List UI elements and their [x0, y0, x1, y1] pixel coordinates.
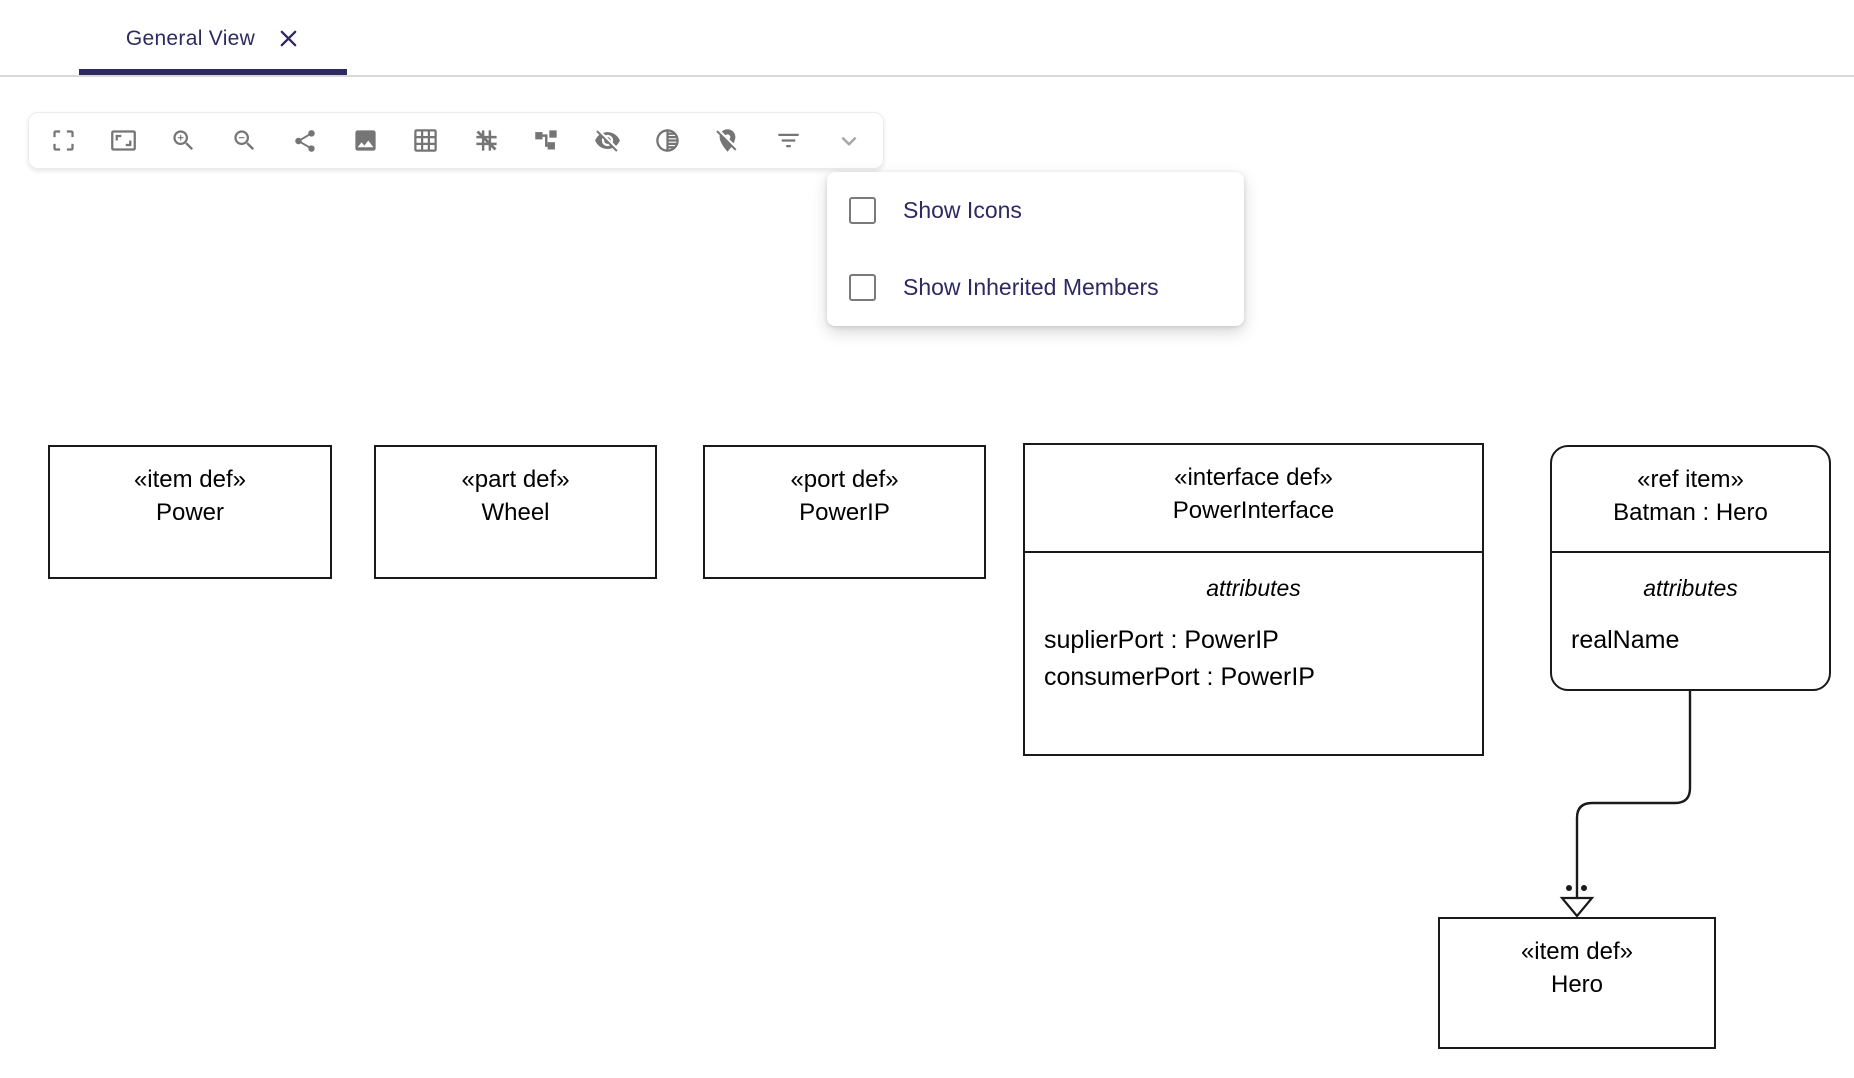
- node-interface-def-powerinterface[interactable]: «interface def» PowerInterface attribute…: [1023, 443, 1484, 756]
- edge-dot: [1581, 885, 1587, 891]
- node-stereotype: «port def»: [790, 466, 899, 493]
- fade-elements-button[interactable]: [651, 124, 685, 158]
- diagram-toolbar: [28, 112, 884, 169]
- node-item-def-hero[interactable]: «item def» Hero: [1438, 917, 1716, 1049]
- grid-button[interactable]: [409, 124, 443, 158]
- fit-to-screen-icon: [111, 130, 136, 151]
- node-stereotype: «ref item»: [1637, 466, 1744, 493]
- share-icon: [295, 129, 315, 152]
- zoom-out-icon: [234, 130, 254, 151]
- attribute-item[interactable]: consumerPort : PowerIP: [1044, 663, 1315, 691]
- node-port-def-powerip[interactable]: «port def» PowerIP: [703, 445, 986, 579]
- tab-general-view[interactable]: General View: [79, 0, 347, 77]
- zoom-in-icon: [173, 130, 194, 151]
- filter-icon: [778, 133, 799, 148]
- node-part-def-wheel[interactable]: «part def» Wheel: [374, 445, 657, 579]
- unpin-elements-button[interactable]: [711, 124, 745, 158]
- node-stereotype: «interface def»: [1174, 464, 1333, 491]
- export-image-button[interactable]: [348, 124, 382, 158]
- zoom-out-button[interactable]: [227, 124, 261, 158]
- hollow-triangle-arrowhead: [1559, 896, 1595, 918]
- pin-off-icon: [716, 129, 737, 152]
- edge-batman-to-hero[interactable]: [1559, 690, 1692, 918]
- show-icons-label: Show Icons: [903, 197, 1022, 223]
- node-name: Power: [155, 499, 225, 526]
- close-icon: [280, 30, 297, 47]
- menu-item-show-inherited-members[interactable]: Show Inherited Members: [827, 249, 1244, 326]
- snap-to-grid-off-button[interactable]: [469, 124, 503, 158]
- node-name: PowerInterface: [1172, 497, 1335, 524]
- node-stereotype: «part def»: [461, 466, 570, 493]
- node-name: Hero: [1550, 971, 1604, 998]
- show-icons-checkbox[interactable]: [849, 197, 876, 224]
- node-item-def-power[interactable]: «item def» Power: [48, 445, 332, 579]
- attributes-compartment-label: attributes: [1643, 575, 1738, 601]
- fullscreen-button[interactable]: [46, 124, 80, 158]
- arrange-all-icon: [535, 130, 557, 150]
- node-stereotype: «item def»: [1520, 938, 1634, 965]
- node-ref-item-batman[interactable]: «ref item» Batman : Hero attributes real…: [1550, 445, 1831, 691]
- visibility-off-icon: [594, 130, 620, 152]
- fit-to-screen-button[interactable]: [106, 124, 140, 158]
- toolbar-dropdown-menu: Show Icons Show Inherited Members: [827, 172, 1244, 326]
- chevron-down-icon: [841, 136, 857, 146]
- expand-more-button[interactable]: [832, 124, 866, 158]
- node-stereotype: «item def»: [133, 466, 247, 493]
- grid-icon: [414, 129, 437, 152]
- tab-label: General View: [125, 26, 256, 50]
- attribute-item[interactable]: suplierPort : PowerIP: [1044, 626, 1279, 654]
- filter-button[interactable]: [771, 124, 805, 158]
- arrange-all-button[interactable]: [530, 124, 564, 158]
- tab-close-button[interactable]: [277, 27, 300, 50]
- fullscreen-icon: [52, 130, 74, 151]
- node-name: Batman : Hero: [1613, 499, 1768, 526]
- edge-dot: [1566, 885, 1572, 891]
- node-name: PowerIP: [799, 499, 890, 526]
- attribute-item[interactable]: realName: [1571, 626, 1680, 654]
- show-inherited-members-label: Show Inherited Members: [903, 274, 1159, 300]
- menu-item-show-icons[interactable]: Show Icons: [827, 172, 1244, 249]
- tonality-icon: [656, 129, 679, 152]
- active-tab-indicator: [79, 69, 347, 75]
- snap-off-icon: [476, 130, 497, 151]
- image-icon: [355, 130, 376, 151]
- zoom-in-button[interactable]: [167, 124, 201, 158]
- node-name: Wheel: [481, 499, 550, 526]
- tab-bar: General View: [0, 0, 1854, 77]
- attributes-compartment-label: attributes: [1206, 575, 1301, 601]
- show-inherited-members-checkbox[interactable]: [849, 274, 876, 301]
- share-button[interactable]: [288, 124, 322, 158]
- hide-elements-button[interactable]: [590, 124, 624, 158]
